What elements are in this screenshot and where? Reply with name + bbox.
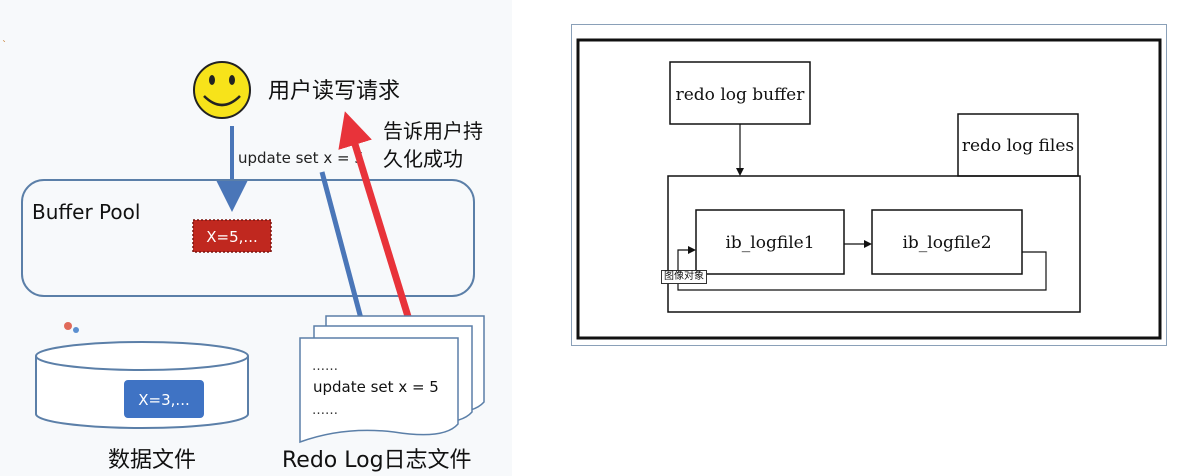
ib-logfile1-label: ib_logfile1 <box>725 233 814 253</box>
redo-log-file-label: Redo Log日志文件 <box>282 448 472 473</box>
data-file-label: 数据文件 <box>108 448 196 473</box>
outer-frame <box>576 38 1162 340</box>
buffer-pool-value-box <box>192 219 272 253</box>
redo-log-files-box <box>957 113 1079 177</box>
user-request-label: 用户读写请求 <box>268 79 400 104</box>
update-statement-top: update set x = 5 <box>238 149 364 167</box>
data-file-value-box <box>124 380 204 418</box>
data-file-value: X=3,... <box>138 391 189 409</box>
buffer-pool-box <box>21 179 475 297</box>
redo-log-buffer-box <box>669 61 811 125</box>
pin-icon <box>64 322 79 333</box>
buffer-pool-value: X=5,... <box>206 228 257 246</box>
redo-log-buffer-label: redo log buffer <box>676 85 806 105</box>
redo-log-files-label: redo log files <box>962 136 1074 156</box>
ib-logfile2-box <box>871 209 1023 275</box>
redo-log-document-stack <box>299 315 485 444</box>
image-object-tag: 图像对象 <box>661 270 707 284</box>
redo-dots-top: …… <box>312 359 338 374</box>
buffer-pool-label: Buffer Pool <box>32 200 140 224</box>
tell-user-label-line2: 久化成功 <box>383 147 463 171</box>
redo-update-statement: update set x = 5 <box>313 378 439 396</box>
tell-user-label-line1: 告诉用户持 <box>383 119 483 143</box>
corner-mark-icon: ` <box>2 39 7 51</box>
ib-logfile1-box <box>695 209 845 275</box>
wrap-around-arrow <box>677 246 1047 291</box>
redo-dots-bottom: …… <box>312 403 338 418</box>
ib-logfile2-label: ib_logfile2 <box>902 233 991 253</box>
log-files-container <box>667 175 1081 313</box>
smiley-face-icon <box>193 61 251 119</box>
